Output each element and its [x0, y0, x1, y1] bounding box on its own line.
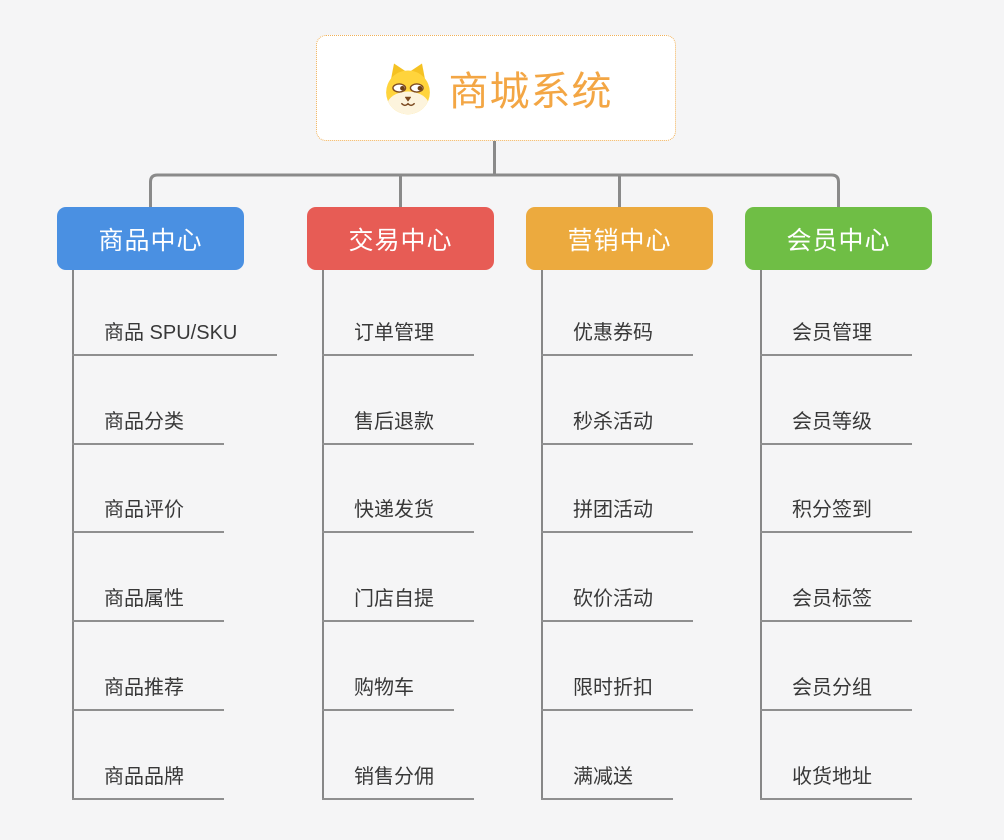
- leaf-node[interactable]: 销售分佣: [322, 764, 474, 800]
- branch-label: 商品中心: [98, 226, 203, 255]
- leaf-node[interactable]: 商品评价: [72, 497, 224, 533]
- leaf-node[interactable]: 会员管理: [760, 320, 912, 356]
- leaf-node[interactable]: 满减送: [541, 764, 673, 800]
- leaf-node[interactable]: 会员分组: [760, 675, 912, 711]
- leaf-node[interactable]: 商品分类: [72, 409, 224, 445]
- leaf-node[interactable]: 售后退款: [322, 409, 474, 445]
- leaf-node[interactable]: 订单管理: [322, 320, 474, 356]
- dog-face-icon: [385, 63, 430, 115]
- leaf-node[interactable]: 商品推荐: [72, 675, 224, 711]
- leaf-node[interactable]: 限时折扣: [541, 675, 693, 711]
- leaf-node[interactable]: 砍价活动: [541, 586, 693, 622]
- leaf-node[interactable]: 拼团活动: [541, 497, 693, 533]
- branch-column-line: [541, 270, 543, 800]
- branch-node-member-center[interactable]: 会员中心: [745, 207, 932, 270]
- leaf-node[interactable]: 商品属性: [72, 586, 224, 622]
- leaf-node[interactable]: 会员标签: [760, 586, 912, 622]
- branch-column-line: [322, 270, 324, 800]
- root-node[interactable]: 商城系统: [316, 35, 676, 141]
- leaf-node[interactable]: 门店自提: [322, 586, 474, 622]
- leaf-node[interactable]: 商品品牌: [72, 764, 224, 800]
- branch-node-marketing-center[interactable]: 营销中心: [526, 207, 713, 270]
- leaf-node[interactable]: 收货地址: [760, 764, 912, 800]
- leaf-node[interactable]: 商品 SPU/SKU: [72, 320, 278, 356]
- branch-label: 交易中心: [348, 226, 453, 255]
- branch-column-line: [760, 270, 762, 800]
- branch-label: 会员中心: [786, 226, 891, 255]
- leaf-node[interactable]: 积分签到: [760, 497, 912, 533]
- leaf-node[interactable]: 快递发货: [322, 497, 474, 533]
- root-title: 商城系统: [448, 70, 613, 114]
- branch-node-trade-center[interactable]: 交易中心: [307, 207, 494, 270]
- branch-label: 营销中心: [567, 226, 672, 255]
- leaf-node[interactable]: 会员等级: [760, 409, 912, 445]
- branch-column-line: [72, 270, 74, 800]
- leaf-node[interactable]: 优惠券码: [541, 320, 693, 356]
- leaf-node[interactable]: 购物车: [322, 675, 454, 711]
- branch-node-product-center[interactable]: 商品中心: [57, 207, 244, 270]
- leaf-node[interactable]: 秒杀活动: [541, 409, 693, 445]
